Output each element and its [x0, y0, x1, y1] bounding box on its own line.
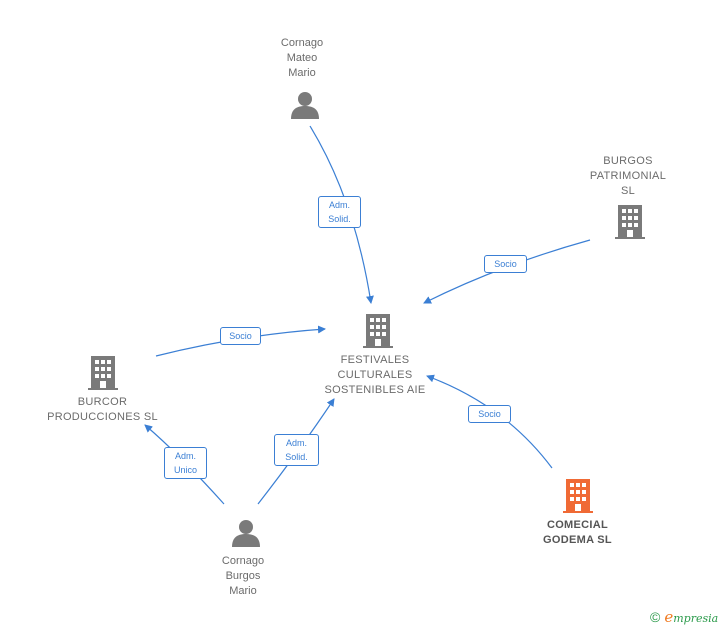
brand-watermark: © empresia [650, 608, 718, 626]
building-icon[interactable] [615, 205, 645, 239]
node-label-burgos-patrimonial: BURGOS PATRIMONIAL SL [589, 155, 667, 197]
node-label-festivales: FESTIVALES CULTURALES SOSTENIBLES AIE [324, 354, 426, 396]
building-icon[interactable] [563, 479, 593, 513]
building-icon[interactable] [363, 314, 393, 348]
person-icon[interactable] [231, 518, 261, 548]
node-label-burcor: BURCOR PRODUCCIONES SL [47, 396, 158, 423]
edge-label-adm-solid-top: Adm. Solid. [318, 196, 361, 228]
brand-logo: empresia [664, 608, 719, 626]
node-label-cornago-mateo: Cornago Mateo Mario [280, 37, 324, 79]
edge-label-adm-unico: Adm. Unico [164, 447, 207, 479]
node-label-comecial-godema: COMECIAL GODEMA SL [543, 519, 612, 546]
copyright-icon: © [650, 609, 661, 625]
edge-label-socio-godema: Socio [468, 405, 511, 423]
edge-label-socio-burgos: Socio [484, 255, 527, 273]
person-icon[interactable] [290, 90, 320, 120]
building-icon[interactable] [88, 356, 118, 390]
edge-label-socio-burcor: Socio [220, 327, 261, 345]
node-label-cornago-burgos: Cornago Burgos Mario [221, 555, 265, 597]
edge-label-adm-solid-bottom: Adm. Solid. [274, 434, 319, 466]
